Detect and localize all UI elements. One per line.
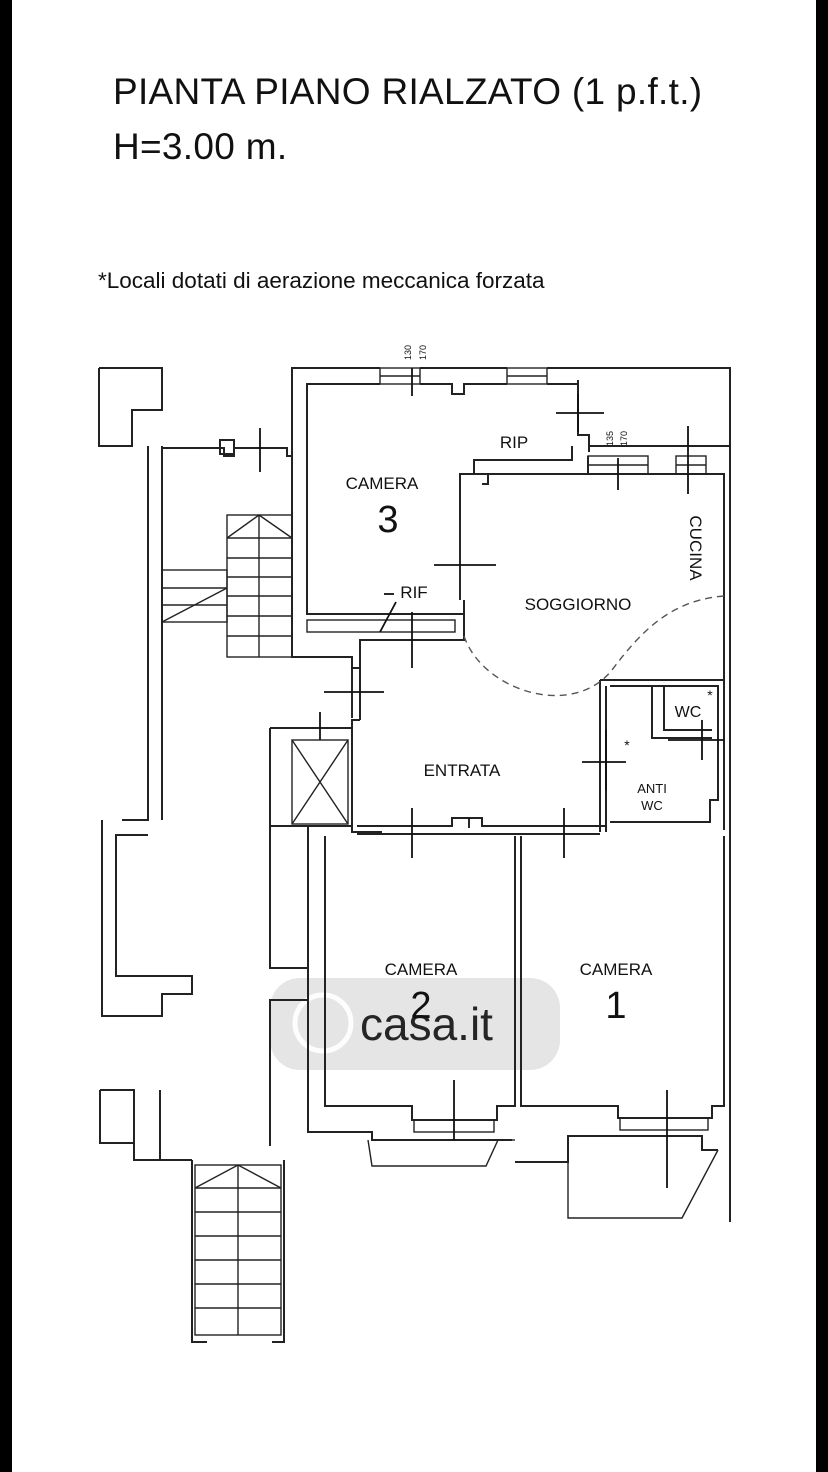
soggiorno-label: SOGGIORNO <box>525 595 632 614</box>
watermark-text: casa.it <box>360 998 493 1050</box>
floor-plan-drawing: casa.it <box>98 345 731 1343</box>
camera3-number: 3 <box>377 499 398 541</box>
camera2-number: 2 <box>410 985 431 1027</box>
anti-wc-label-2: WC <box>641 798 663 813</box>
dim-kitchen-135: 135 <box>605 431 615 446</box>
door-markers <box>259 368 724 1188</box>
upper-stair <box>161 514 293 658</box>
floor-plan-page: PIANTA PIANO RIALZATO (1 p.f.t.) H=3.00 … <box>12 0 816 1472</box>
rip-label: RIP <box>500 433 528 452</box>
ceiling-height: H=3.00 m. <box>113 126 288 167</box>
left-exterior-walls <box>98 367 292 1161</box>
anti-wc-star: * <box>624 737 630 753</box>
lower-stair <box>191 1160 285 1343</box>
entrata-label: ENTRATA <box>424 761 501 780</box>
rif-label: RIF <box>400 583 427 602</box>
camera1-label: CAMERA <box>580 960 653 979</box>
camera1-number: 1 <box>605 985 626 1027</box>
ventilation-note: *Locali dotati di aerazione meccanica fo… <box>98 268 545 293</box>
plan-title: PIANTA PIANO RIALZATO (1 p.f.t.) <box>113 71 703 112</box>
watermark: casa.it <box>270 978 560 1070</box>
dim-top-130: 130 <box>403 345 413 360</box>
dim-top-170: 170 <box>418 345 428 360</box>
dim-kitchen-170: 170 <box>619 431 629 446</box>
anti-wc-label-1: ANTI <box>637 781 667 796</box>
room-labels: CAMERA 3 RIP RIF SOGGIORNO CUCINA ENTRAT… <box>346 433 714 1027</box>
door-swing-arc <box>463 595 725 697</box>
cucina-label: CUCINA <box>686 515 705 581</box>
wc-label: WC <box>675 704 702 721</box>
camera3-label: CAMERA <box>346 474 419 493</box>
wc-star: * <box>707 687 713 703</box>
window-dimensions: 130 170 135 170 <box>403 345 629 446</box>
camera2-label: CAMERA <box>385 960 458 979</box>
